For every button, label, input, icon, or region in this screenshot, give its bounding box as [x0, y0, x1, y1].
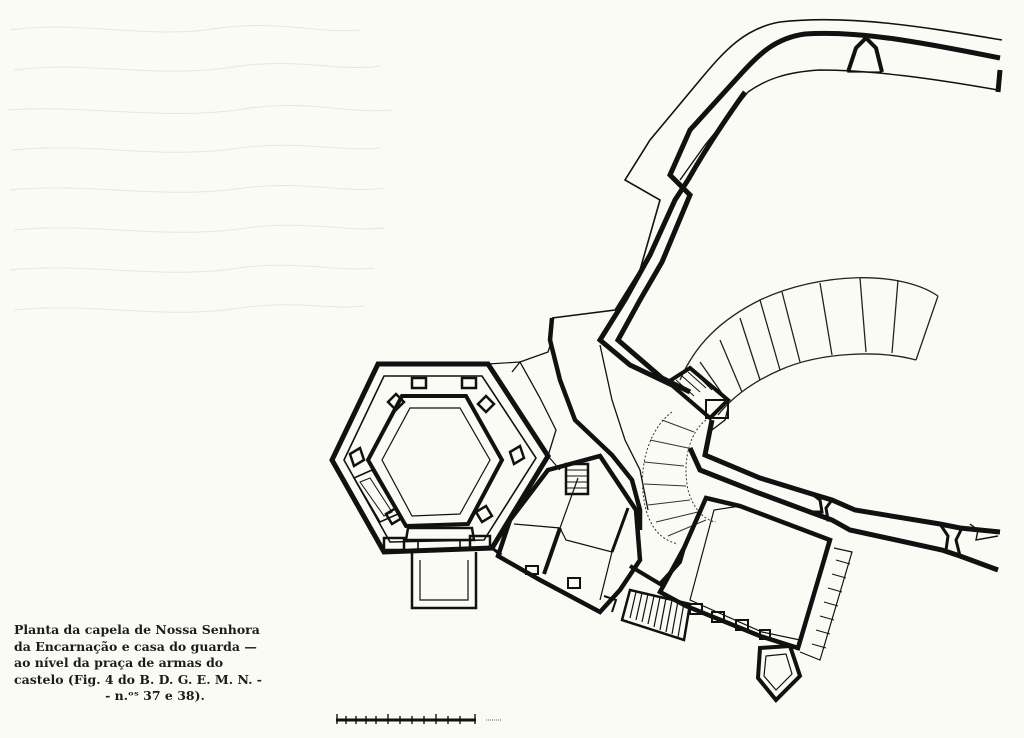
curved-ramp — [679, 277, 939, 416]
guard-house — [656, 495, 853, 661]
east-wall — [687, 407, 1001, 573]
plan-caption: Planta da capela de Nossa Senhora da Enc… — [14, 622, 296, 705]
corridor-walls — [511, 317, 649, 530]
curtain-wall — [551, 18, 1003, 395]
hexagonal-chapel — [329, 361, 561, 610]
spiral-stair — [642, 411, 717, 545]
caption-line-2: da Encarnação e casa do guarda — — [14, 638, 257, 654]
caption-line-5: - n.ᵒˢ 37 e 38). — [105, 688, 205, 703]
scale-bar — [336, 714, 502, 724]
small-tower — [755, 643, 803, 703]
caption-line-4: castelo (Fig. 4 do B. D. G. E. M. N. - — [14, 671, 262, 687]
lower-staircase — [620, 588, 692, 642]
caption-line-3: ao nível da praça de armas do — [14, 655, 224, 670]
upper-stair-landing — [664, 365, 731, 421]
paper-texture — [7, 25, 393, 313]
middle-building — [495, 453, 686, 615]
caption-line-1: Planta da capela de Nossa Senhora — [14, 622, 260, 637]
